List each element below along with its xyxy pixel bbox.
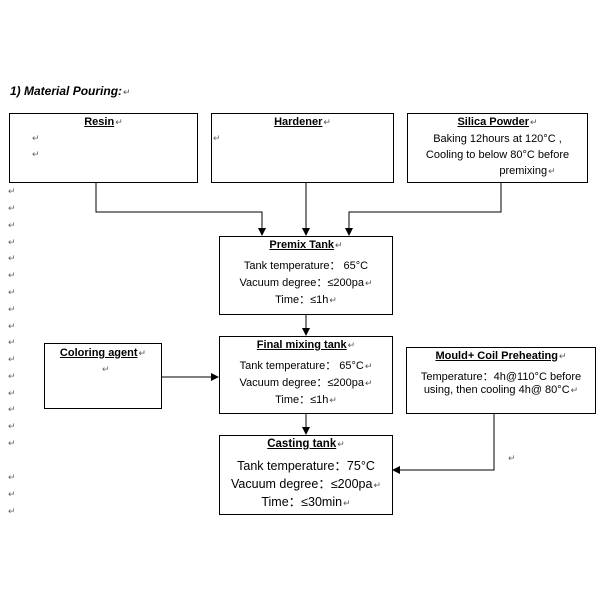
casting-line-1: Tank temperature：75°C [237, 459, 375, 473]
paragraph-mark: ↵ [102, 364, 110, 374]
premix-line-3: Time：≤1h↵ [275, 294, 337, 306]
silica-powder-title: Silica Powder↵ [457, 116, 538, 128]
paragraph-mark: ↵ [508, 453, 516, 463]
margin-paragraph-mark: ↵ [8, 237, 16, 247]
margin-paragraph-mark: ↵ [8, 354, 16, 364]
coloring-agent-title: Coloring agent↵ [59, 347, 147, 359]
margin-paragraph-mark: ↵ [8, 506, 16, 516]
margin-paragraph-mark: ↵ [8, 421, 16, 431]
premix-line-1: Tank temperature： 65°C [243, 260, 369, 272]
premix-tank-title: Premix Tank↵ [269, 239, 343, 251]
mould-line-2: using, then cooling 4h@ 80°C↵ [423, 384, 579, 396]
margin-paragraph-mark: ↵ [8, 287, 16, 297]
casting-line-3: Time：≤30min↵ [261, 495, 351, 509]
resin-box: Resin↵ ↵ ↵ [9, 113, 198, 183]
margin-paragraph-mark: ↵ [8, 388, 16, 398]
final-mixing-tank-title: Final mixing tank↵ [256, 339, 356, 351]
section-title: 1) Material Pouring:↵ [10, 84, 131, 98]
margin-paragraph-mark: ↵ [8, 270, 16, 280]
margin-paragraph-mark: ↵ [8, 371, 16, 381]
margin-paragraph-mark: ↵ [8, 253, 16, 263]
hardener-box: Hardener↵ ↵ [211, 113, 394, 183]
margin-paragraph-mark: ↵ [8, 203, 16, 213]
margin-paragraph-mark: ↵ [8, 186, 16, 196]
casting-tank-title: Casting tank↵ [267, 438, 345, 450]
arrow-resin-to-premix [95, 182, 266, 236]
casting-tank-box: Casting tank↵ Tank temperature：75°C Vacu… [219, 435, 393, 515]
margin-paragraph-mark: ↵ [8, 472, 16, 482]
coloring-agent-box: Coloring agent↵ ↵ [44, 343, 162, 409]
silica-line-2: Cooling to below 80°C before [425, 149, 570, 161]
mould-coil-preheating-box: Mould+ Coil Preheating↵ Temperature：4h@1… [406, 347, 596, 414]
margin-paragraph-mark: ↵ [8, 337, 16, 347]
margin-paragraph-mark: ↵ [8, 404, 16, 414]
casting-line-2: Vacuum degree：≤200pa↵ [231, 477, 381, 491]
margin-paragraph-mark: ↵ [8, 321, 16, 331]
silica-line-1: Baking 12hours at 120°C , [433, 133, 562, 145]
final-mixing-tank-box: Final mixing tank↵ Tank temperature： 65°… [219, 336, 393, 414]
margin-paragraph-mark: ↵ [8, 220, 16, 230]
paragraph-mark: ↵ [213, 133, 221, 143]
mould-coil-preheating-title: Mould+ Coil Preheating↵ [435, 350, 567, 362]
resin-title: Resin↵ [84, 116, 123, 128]
hardener-title: Hardener↵ [274, 116, 331, 128]
premix-line-2: Vacuum degree：≤200pa↵ [239, 277, 373, 289]
paragraph-mark: ↵ [32, 133, 40, 143]
arrow-silica-to-premix [345, 182, 502, 236]
final-line-1: Tank temperature： 65°C↵ [239, 360, 373, 372]
silica-powder-box: Silica Powder↵ Baking 12hours at 120°C ,… [407, 113, 588, 183]
margin-paragraph-mark: ↵ [8, 489, 16, 499]
margin-paragraph-mark: ↵ [8, 304, 16, 314]
mould-line-1: Temperature：4h@110°C before [420, 371, 582, 383]
margin-paragraph-mark: ↵ [8, 438, 16, 448]
paragraph-mark: ↵ [32, 149, 40, 159]
arrow-mould-to-casting [392, 413, 495, 474]
silica-line-3: premixing↵ [499, 165, 556, 177]
premix-tank-box: Premix Tank↵ Tank temperature： 65°C Vacu… [219, 236, 393, 315]
final-line-3: Time：≤1h↵ [275, 394, 337, 406]
final-line-2: Vacuum degree：≤200pa↵ [239, 377, 373, 389]
